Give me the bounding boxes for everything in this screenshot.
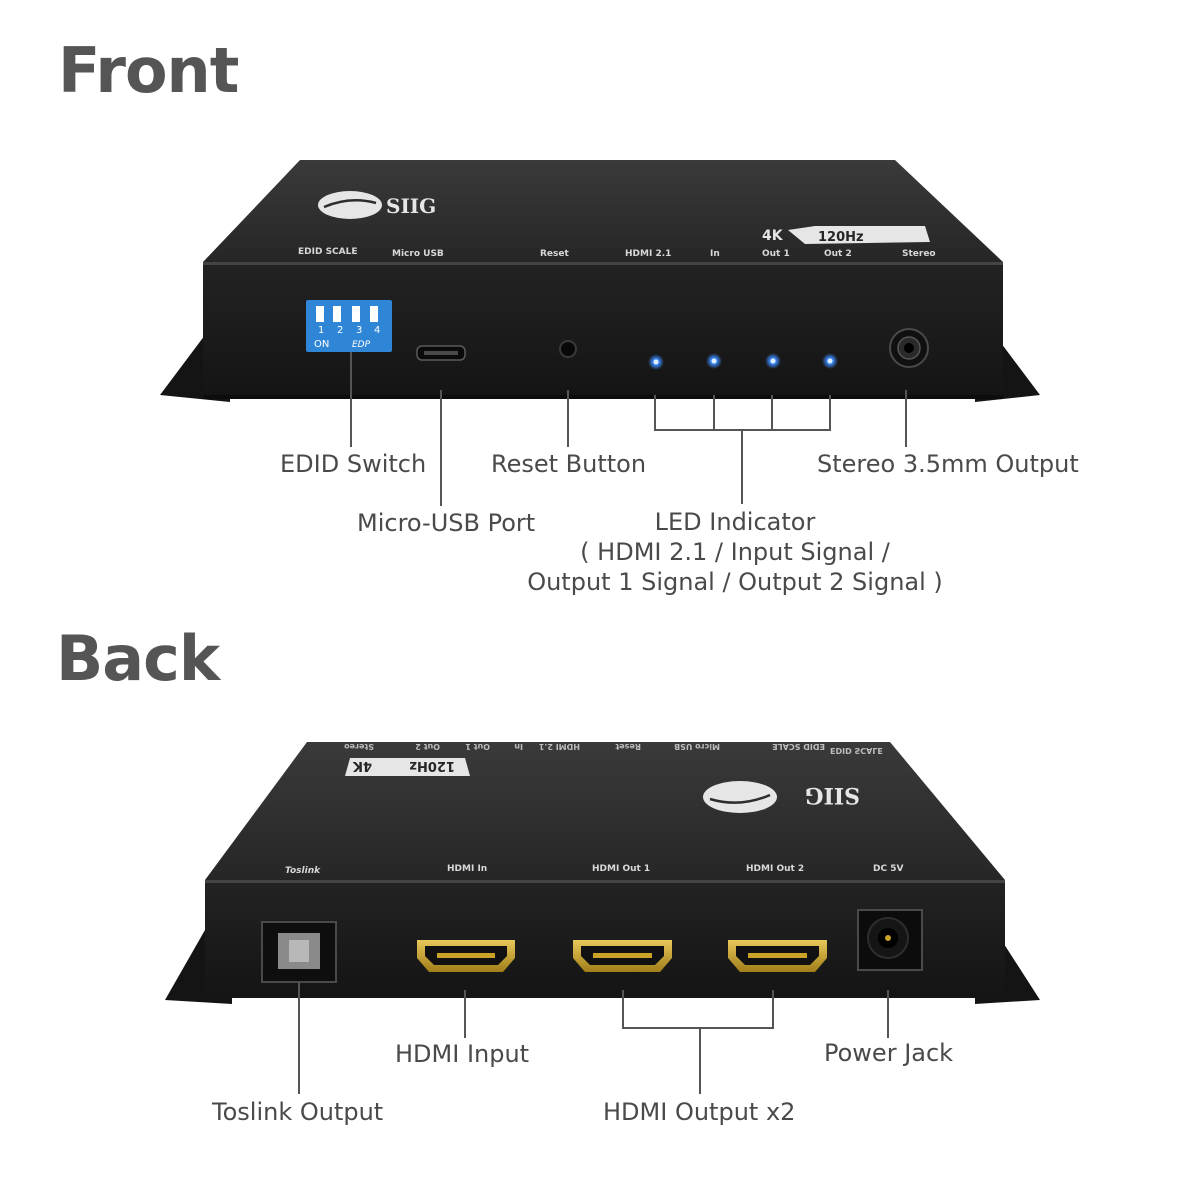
back-mirror-reset: Reset bbox=[615, 742, 641, 751]
svg-text:4: 4 bbox=[374, 325, 380, 336]
front-leader-lines bbox=[350, 352, 907, 506]
back-label-dc: DC 5V bbox=[873, 864, 903, 874]
callout-micro-usb-port: Micro-USB Port bbox=[357, 509, 536, 537]
front-label-edid: EDID SCALE bbox=[298, 247, 358, 257]
svg-text:120Hz: 120Hz bbox=[818, 230, 864, 245]
front-label-reset: Reset bbox=[540, 249, 569, 259]
back-mirror-labels: EDID SCALE bbox=[830, 746, 883, 755]
hdmi-output1-port[interactable] bbox=[573, 940, 672, 972]
callout-toslink-output: Toslink Output bbox=[212, 1098, 384, 1126]
front-label-hdmi21: HDMI 2.1 bbox=[625, 249, 671, 259]
callout-led-line3: Output 1 Signal / Output 2 Signal ) bbox=[527, 568, 943, 596]
back-mirror-micro-usb: Micro USB bbox=[674, 742, 720, 751]
front-label-stereo: Stereo bbox=[902, 249, 936, 259]
back-leader-lines bbox=[298, 982, 889, 1094]
callout-stereo-output: Stereo 3.5mm Output bbox=[817, 450, 1079, 478]
callout-led-line1: LED Indicator bbox=[654, 508, 816, 536]
back-top-panel bbox=[205, 742, 1005, 880]
back-4k-badge: 120Hz 4K bbox=[345, 758, 470, 776]
callout-led-indicator: LED Indicator ( HDMI 2.1 / Input Signal … bbox=[520, 507, 950, 597]
reset-button[interactable] bbox=[559, 340, 577, 358]
svg-text:120Hz: 120Hz bbox=[409, 758, 455, 773]
callout-power-jack: Power Jack bbox=[824, 1039, 954, 1067]
svg-text:1: 1 bbox=[318, 325, 324, 336]
back-label-hdmi-out1: HDMI Out 1 bbox=[592, 864, 650, 874]
stereo-jack[interactable] bbox=[889, 328, 929, 368]
front-label-out2: Out 2 bbox=[824, 249, 852, 259]
hdmi-output2-port[interactable] bbox=[728, 940, 827, 972]
callout-edid-switch: EDID Switch bbox=[280, 450, 427, 478]
svg-text:ON: ON bbox=[314, 339, 329, 350]
back-label-hdmi-out2: HDMI Out 2 bbox=[746, 864, 804, 874]
callout-reset-button: Reset Button bbox=[491, 450, 647, 478]
front-siig-logo: SIIG bbox=[318, 191, 436, 219]
front-heading: Front bbox=[58, 34, 239, 107]
back-label-hdmi-in: HDMI In bbox=[447, 864, 487, 874]
svg-text:3: 3 bbox=[356, 325, 362, 336]
back-mirror-out1: Out 1 bbox=[465, 742, 490, 751]
back-mirror-stereo: Stereo bbox=[344, 742, 374, 751]
led-output1 bbox=[765, 353, 781, 369]
callout-hdmi-output: HDMI Output x2 bbox=[603, 1098, 796, 1126]
back-siig-logo: SIIG bbox=[703, 781, 860, 813]
power-jack[interactable] bbox=[857, 909, 923, 971]
back-mirror-hdmi21: HDMI 2.1 bbox=[538, 742, 580, 751]
toslink-port[interactable] bbox=[261, 921, 337, 983]
led-output2 bbox=[822, 353, 838, 369]
back-mirror-edid: EDID SCALE bbox=[772, 742, 825, 751]
callout-led-line2: ( HDMI 2.1 / Input Signal / bbox=[580, 538, 890, 566]
back-mirror-in: In bbox=[514, 742, 523, 751]
svg-text:EDID SCALE: EDID SCALE bbox=[830, 746, 883, 755]
back-heading: Back bbox=[56, 622, 220, 695]
front-label-micro-usb: Micro USB bbox=[392, 249, 444, 259]
back-mirror-out2: Out 2 bbox=[415, 742, 440, 751]
svg-text:EDP: EDP bbox=[352, 340, 371, 350]
svg-text:2: 2 bbox=[337, 325, 343, 336]
back-label-toslink: Toslink bbox=[285, 866, 321, 876]
front-label-in: In bbox=[710, 249, 720, 259]
hdmi-input-port[interactable] bbox=[417, 940, 515, 972]
front-label-out1: Out 1 bbox=[762, 249, 790, 259]
svg-text:SIIG: SIIG bbox=[386, 194, 436, 218]
front-4k-badge: 4K 120Hz bbox=[762, 226, 930, 245]
svg-text:SIIG: SIIG bbox=[805, 782, 860, 808]
led-hdmi21 bbox=[648, 354, 664, 370]
led-input bbox=[706, 353, 722, 369]
svg-text:4K: 4K bbox=[762, 228, 784, 244]
svg-text:4K: 4K bbox=[352, 758, 372, 773]
callout-hdmi-input: HDMI Input bbox=[395, 1040, 530, 1068]
micro-usb-port[interactable] bbox=[416, 345, 466, 361]
edid-dip-switch[interactable]: 1 2 3 4 ON EDP bbox=[306, 300, 392, 352]
